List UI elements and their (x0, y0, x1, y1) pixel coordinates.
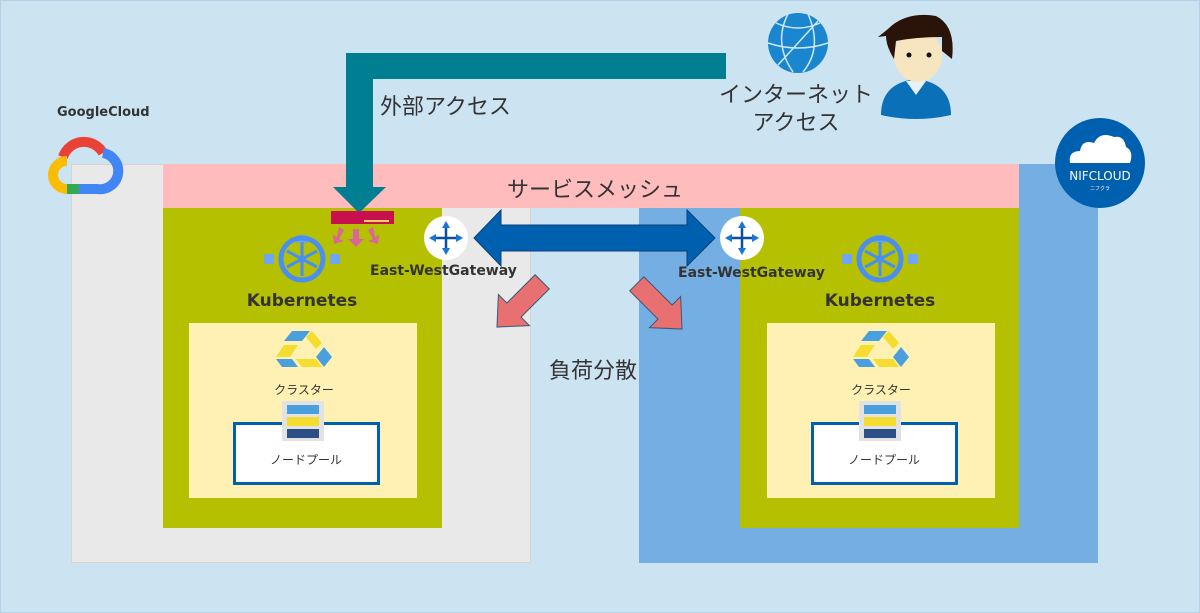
service-mesh-label: サービスメッシュ (506, 178, 684, 203)
kubernetes-icon-right (842, 235, 918, 283)
router-icon-left (424, 216, 468, 260)
user-avatar-icon (878, 14, 953, 119)
globe-icon (767, 13, 829, 73)
external-access-label: 外部アクセス (380, 95, 511, 120)
nodepool-label-left: ノードプール (269, 453, 343, 467)
kubernetes-label-right: Kubernetes (824, 291, 936, 311)
nifcloud-logo: NIFCLOUD ニフクラ (1055, 118, 1145, 208)
router-icon-right (720, 216, 764, 260)
service-mesh-band (163, 164, 1019, 208)
cluster-icon-right (853, 331, 909, 367)
ingress-gateway-icon (331, 211, 394, 247)
load-balance-arrow-left (496, 274, 550, 328)
internet-access-label-2: アクセス (752, 111, 840, 136)
google-cloud-label: GoogleCloud (57, 105, 150, 120)
google-cloud-logo (48, 136, 124, 195)
gateway-label-left: East-WestGateway (370, 263, 517, 279)
load-balancing-label: 負荷分散 (548, 359, 638, 384)
nodepool-icon-left (282, 401, 324, 441)
east-west-arrow (473, 208, 716, 268)
cluster-label-right: クラスター (851, 383, 911, 397)
kubernetes-label-left: Kubernetes (246, 291, 358, 311)
kubernetes-icon-left (264, 235, 340, 283)
cluster-icon-left (276, 331, 332, 367)
nifcloud-logo-subtext: ニフクラ (1090, 186, 1110, 192)
external-access-arrow (333, 53, 726, 213)
internet-access-label-1: インターネット (718, 83, 874, 108)
load-balance-arrow-right (629, 276, 683, 330)
gateway-label-right: East-WestGateway (678, 265, 825, 281)
cluster-label-left: クラスター (274, 383, 334, 397)
nifcloud-logo-text: NIFCLOUD (1069, 169, 1131, 183)
nodepool-icon-right (859, 401, 901, 441)
nodepool-label-right: ノードプール (847, 453, 921, 467)
